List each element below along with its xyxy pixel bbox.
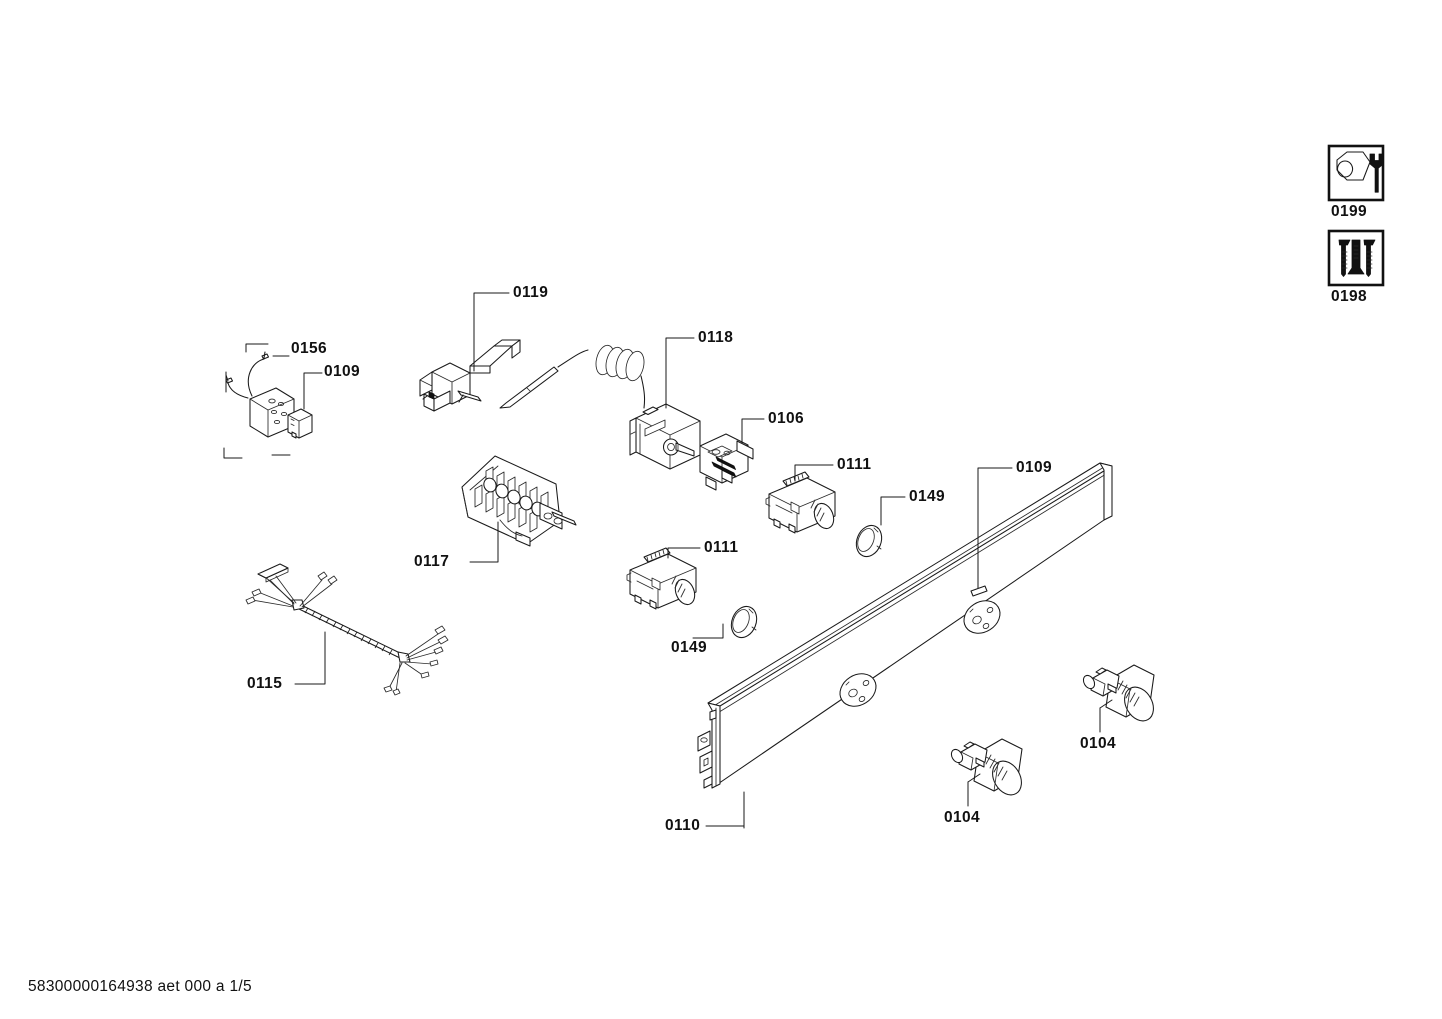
leader-0119	[473, 292, 510, 372]
label-0115: 0115	[247, 675, 282, 692]
label-0119: 0119	[513, 284, 548, 301]
footer-document-code: 58300000164938 aet 000 a 1/5	[28, 978, 252, 995]
panel-rating-label	[970, 585, 988, 597]
leader-0118	[665, 337, 695, 409]
kit-code-0198: 0198	[1331, 288, 1367, 305]
leader-0109-panel	[977, 467, 1013, 589]
part-connector-plug-0109	[287, 408, 313, 439]
label-0109-left: 0109	[324, 363, 360, 380]
part-retaining-ring-0149-lower	[730, 605, 758, 639]
label-0149-upper: 0149	[909, 488, 945, 505]
panel-bezel-disc-right	[963, 600, 1001, 634]
part-rotary-switch-0111-upper	[765, 471, 836, 534]
part-capillary-coil	[595, 344, 646, 409]
label-0156: 0156	[291, 340, 327, 357]
label-0106: 0106	[768, 410, 804, 427]
leader-0111-upper	[794, 464, 834, 482]
part-control-knob-0104-left	[950, 738, 1023, 796]
part-control-panel-0110	[697, 462, 1113, 789]
part-door-switch-bracket-0119	[419, 339, 521, 412]
leader-0111-lower	[667, 547, 701, 559]
leader-0104-right-d	[1099, 699, 1113, 709]
label-0149-lower: 0149	[671, 639, 707, 656]
part-thermostat-0118	[629, 403, 701, 470]
kit-code-0199: 0199	[1331, 203, 1367, 220]
part-wiring-harness-0115	[245, 563, 449, 696]
part-sensor-probe	[499, 349, 589, 409]
part-mounting-bracket-0106	[699, 433, 754, 491]
leader-0104-left-d	[967, 773, 981, 783]
label-0111-upper: 0111	[837, 456, 871, 473]
label-0104-left: 0104	[944, 809, 980, 826]
part-relay-module-0156	[223, 343, 295, 459]
part-terminal-block-0117	[461, 455, 577, 547]
part-control-knob-0104-right	[1082, 664, 1155, 722]
leader-0149-lower	[692, 623, 724, 639]
kit-icon-0199	[1327, 144, 1385, 202]
part-rotary-switch-0111-lower	[626, 547, 697, 610]
label-0117: 0117	[414, 553, 449, 570]
label-0118: 0118	[698, 329, 733, 346]
label-0109-panel: 0109	[1016, 459, 1052, 476]
leader-0115	[294, 631, 326, 685]
leader-0149-upper	[880, 496, 906, 526]
label-0110: 0110	[665, 817, 700, 834]
leader-0106	[741, 418, 765, 444]
leader-0109-a	[303, 372, 323, 410]
label-0104-right: 0104	[1080, 735, 1116, 752]
label-0111-lower: 0111	[704, 539, 738, 556]
leader-0117	[469, 521, 499, 563]
part-retaining-ring-0149-upper	[855, 524, 883, 558]
kit-icon-0198	[1327, 229, 1385, 287]
panel-bezel-disc-left	[839, 673, 877, 707]
